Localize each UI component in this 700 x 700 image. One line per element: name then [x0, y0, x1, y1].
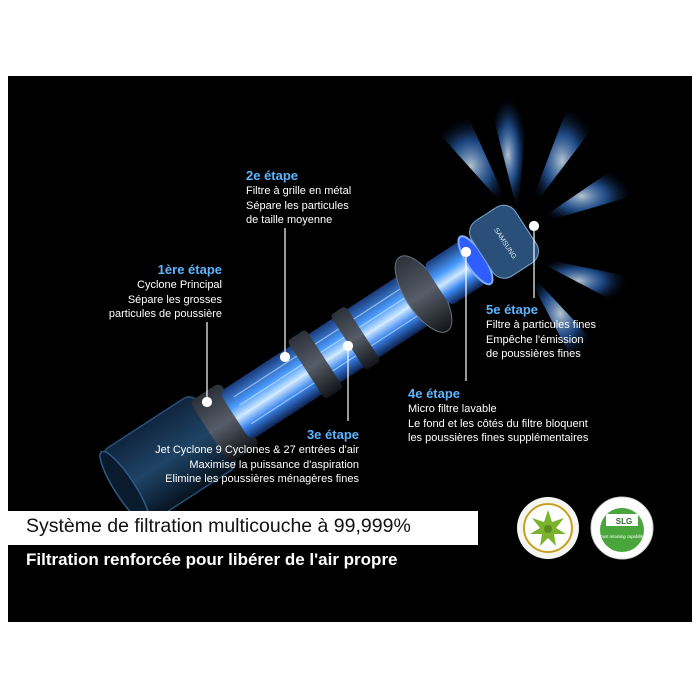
headline-band — [8, 511, 478, 545]
stage-4-line-2: Le fond et les côtés du filtre bloquent — [408, 417, 588, 430]
stage-5-line-1: Filtre à particules fines — [486, 319, 597, 331]
stage-2-line-1: Filtre à grille en métal — [246, 185, 352, 197]
subheadline: Filtration renforcée pour libérer de l'a… — [26, 550, 398, 569]
tube-streaks — [233, 287, 420, 425]
stage-3-line-3: Elimine les poussières ménagères fines — [165, 473, 359, 485]
stage-5-callout: 5e étape Filtre à particules fines Empêc… — [486, 302, 596, 362]
slg-logo-text: SLG — [616, 517, 632, 526]
stage-1-line-3: particules de poussière — [108, 308, 222, 320]
air-rays — [428, 96, 633, 361]
allergy-foundation-badge — [516, 496, 580, 560]
stage-5-line-3: de poussières fines — [486, 348, 581, 360]
slg-seal-icon: SLG Dust retaining capability — [590, 496, 654, 560]
metal-mesh-ring — [288, 330, 343, 399]
filter-illustration: SAMSUNG — [99, 96, 633, 526]
stage-1-callout: 1ère étape Cyclone Principal Sépare les … — [109, 262, 222, 322]
stage-5-line-2: Empêche l'émission — [486, 333, 584, 346]
headline: Système de filtration multicouche à 99,9… — [26, 515, 411, 537]
stage-3-line-1: Jet Cyclone 9 Cyclones & 27 entrées d'ai… — [155, 444, 359, 456]
stage-1-line-1: Cyclone Principal — [137, 279, 222, 291]
motor-housing — [469, 204, 539, 279]
stage-4-callout: 4e étape Micro filtre lavable Le fond et… — [408, 386, 588, 446]
stage-2-title: 2e étape — [246, 168, 299, 183]
stage-1-title: 1ère étape — [157, 262, 222, 277]
slg-badge: SLG Dust retaining capability — [590, 496, 654, 560]
dust-bin — [99, 396, 236, 526]
stage-4-line-1: Micro filtre lavable — [408, 403, 497, 415]
allergy-seal-icon — [517, 497, 579, 559]
slg-caption: Dust retaining capability — [600, 534, 645, 539]
stage-1-line-2: Sépare les grosses — [127, 293, 222, 306]
stage-2-line-3: de taille moyenne — [246, 214, 333, 226]
stage-2-callout: 2e étape Filtre à grille en métal Sépare… — [246, 168, 351, 228]
stage-5-title: 5e étape — [486, 302, 539, 317]
stage-3-line-2: Maximise la puissance d'aspiration — [189, 458, 359, 471]
jet-cyclone-ring — [331, 307, 380, 370]
stage-3-callout: 3e étape Jet Cyclone 9 Cyclones & 27 ent… — [155, 427, 359, 487]
cyclone-tube — [222, 275, 433, 438]
product-panel: SAMSUNG 1ère étape Cyclone Principal Sép… — [8, 76, 692, 622]
stage-4-line-3: les poussières fines supplémentaires — [408, 432, 589, 444]
callout-leaders — [201, 220, 540, 421]
stage-2-line-2: Sépare les particules — [246, 199, 349, 212]
stage-4-title: 4e étape — [408, 386, 461, 401]
stage-3-title: 3e étape — [306, 427, 359, 442]
